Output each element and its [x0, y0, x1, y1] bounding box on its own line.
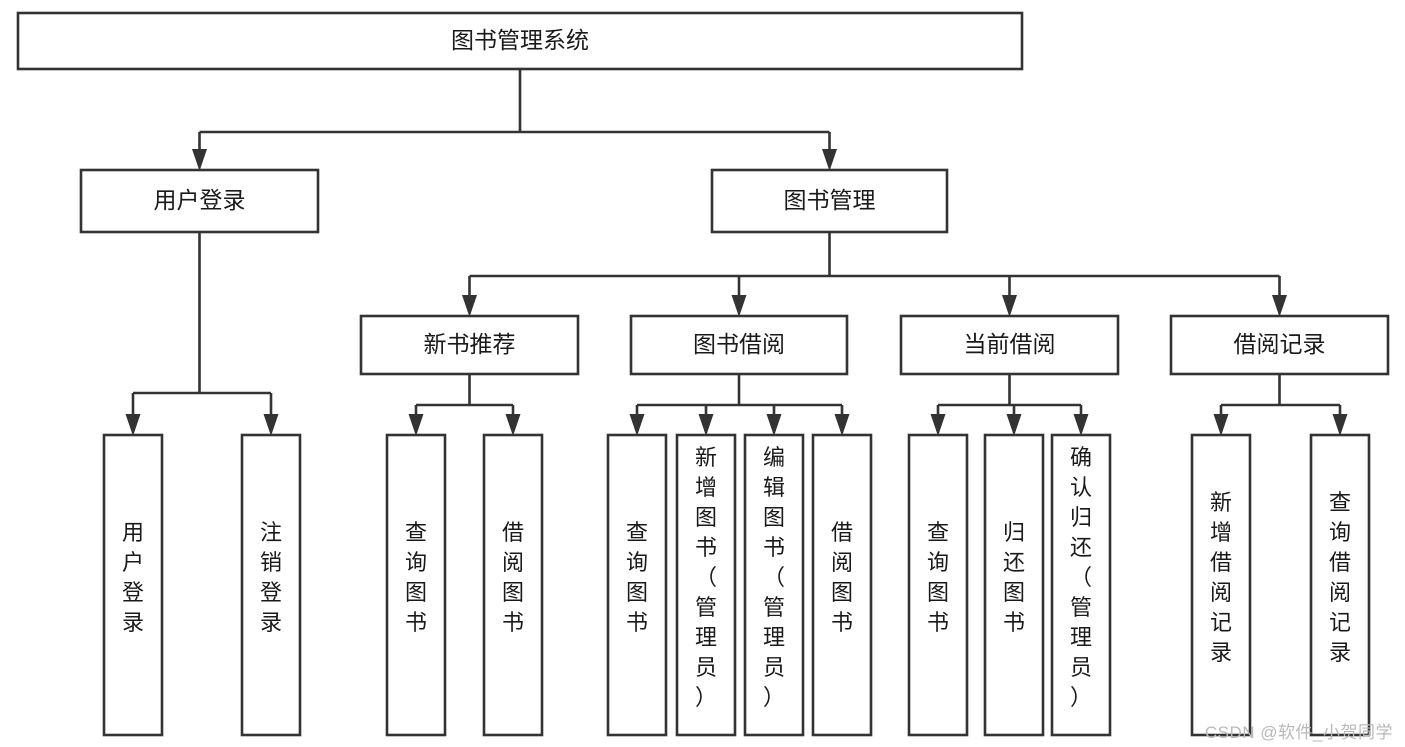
node-box [899, 314, 1120, 376]
node-label: 新书推荐 [424, 331, 516, 357]
node-leaf-logout[interactable]: 注销登录 [240, 433, 302, 737]
node-box [743, 433, 805, 737]
node-n-borrow-record[interactable]: 借阅记录 [1169, 314, 1390, 376]
node-label: 用户登录 [122, 520, 144, 635]
node-label: 查询图书 [927, 520, 949, 635]
arrow-head-icon [1073, 414, 1089, 436]
node-label: 新增图书（管理员） [695, 445, 717, 710]
node-leaf-confirm-return[interactable]: 确认归还（管理员） [1050, 433, 1112, 737]
arrow-head-icon [698, 414, 714, 436]
node-box [811, 433, 873, 737]
node-box [359, 314, 580, 376]
node-box [1050, 433, 1112, 737]
node-leaf-user-login[interactable]: 用户登录 [102, 433, 164, 737]
node-leaf-query-book-1[interactable]: 查询图书 [385, 433, 447, 737]
node-label: 新增借阅记录 [1210, 490, 1232, 665]
arrow-head-icon [1213, 414, 1229, 436]
node-label: 查询图书 [626, 520, 648, 635]
node-label: 注销登录 [260, 520, 282, 635]
arrow-head-icon [930, 414, 946, 436]
node-leaf-borrow-book-2[interactable]: 借阅图书 [811, 433, 873, 737]
arrow-head-icon [192, 149, 207, 171]
node-box [1309, 433, 1371, 737]
node-root[interactable]: 图书管理系统 [16, 11, 1024, 71]
node-label: 查询图书 [405, 520, 427, 635]
node-label: 图书管理系统 [451, 27, 589, 53]
node-leaf-query-book-3[interactable]: 查询图书 [907, 433, 969, 737]
arrow-head-icon [822, 149, 837, 171]
arrow-head-icon [1272, 295, 1287, 317]
arrow-head-icon [462, 295, 477, 317]
node-leaf-return-book[interactable]: 归还图书 [983, 433, 1045, 737]
node-layer: 图书管理系统用户登录图书管理新书推荐图书借阅当前借阅借阅记录用户登录注销登录查询… [16, 11, 1390, 737]
connector-layer [125, 69, 1348, 436]
node-label: 图书借阅 [693, 331, 785, 357]
node-box [710, 168, 949, 234]
node-label: 当前借阅 [964, 331, 1056, 357]
arrow-head-icon [731, 295, 747, 317]
node-label: 确认归还（管理员） [1070, 445, 1092, 710]
node-box [240, 433, 302, 737]
arrow-head-icon [263, 414, 279, 436]
node-box [102, 433, 164, 737]
node-label: 借阅图书 [502, 520, 524, 635]
arrow-head-icon [1006, 414, 1022, 436]
node-label: 编辑图书（管理员） [763, 445, 785, 710]
arrow-head-icon [1332, 414, 1348, 436]
node-leaf-query-record[interactable]: 查询借阅记录 [1309, 433, 1371, 737]
node-box [983, 433, 1045, 737]
node-box [675, 433, 737, 737]
node-box [79, 168, 320, 234]
node-leaf-add-book[interactable]: 新增图书（管理员） [675, 433, 737, 737]
node-box [606, 433, 668, 737]
node-label: 图书管理 [784, 187, 876, 213]
node-label: 查询借阅记录 [1329, 490, 1351, 665]
node-leaf-add-record[interactable]: 新增借阅记录 [1190, 433, 1252, 737]
arrow-head-icon [125, 414, 141, 436]
node-box [482, 433, 544, 737]
arrow-head-icon [766, 414, 782, 436]
node-box [16, 11, 1024, 71]
arrow-head-icon [834, 414, 850, 436]
node-n-current-borrow[interactable]: 当前借阅 [899, 314, 1120, 376]
node-label: 用户登录 [154, 187, 246, 213]
node-box [1190, 433, 1252, 737]
node-leaf-edit-book[interactable]: 编辑图书（管理员） [743, 433, 805, 737]
node-box [629, 314, 849, 376]
arrow-head-icon [1002, 295, 1017, 317]
node-box [1169, 314, 1390, 376]
node-label: 归还图书 [1003, 520, 1025, 635]
node-n-user-login[interactable]: 用户登录 [79, 168, 320, 234]
node-box [907, 433, 969, 737]
node-leaf-query-book-2[interactable]: 查询图书 [606, 433, 668, 737]
node-n-new-book-rec[interactable]: 新书推荐 [359, 314, 580, 376]
node-leaf-borrow-book-1[interactable]: 借阅图书 [482, 433, 544, 737]
node-n-book-borrow[interactable]: 图书借阅 [629, 314, 849, 376]
arrow-head-icon [408, 414, 424, 436]
node-label: 借阅记录 [1234, 331, 1326, 357]
node-n-book-manage[interactable]: 图书管理 [710, 168, 949, 234]
node-label: 借阅图书 [831, 520, 853, 635]
arrow-head-icon [629, 414, 645, 436]
arrow-head-icon [505, 414, 521, 436]
node-box [385, 433, 447, 737]
